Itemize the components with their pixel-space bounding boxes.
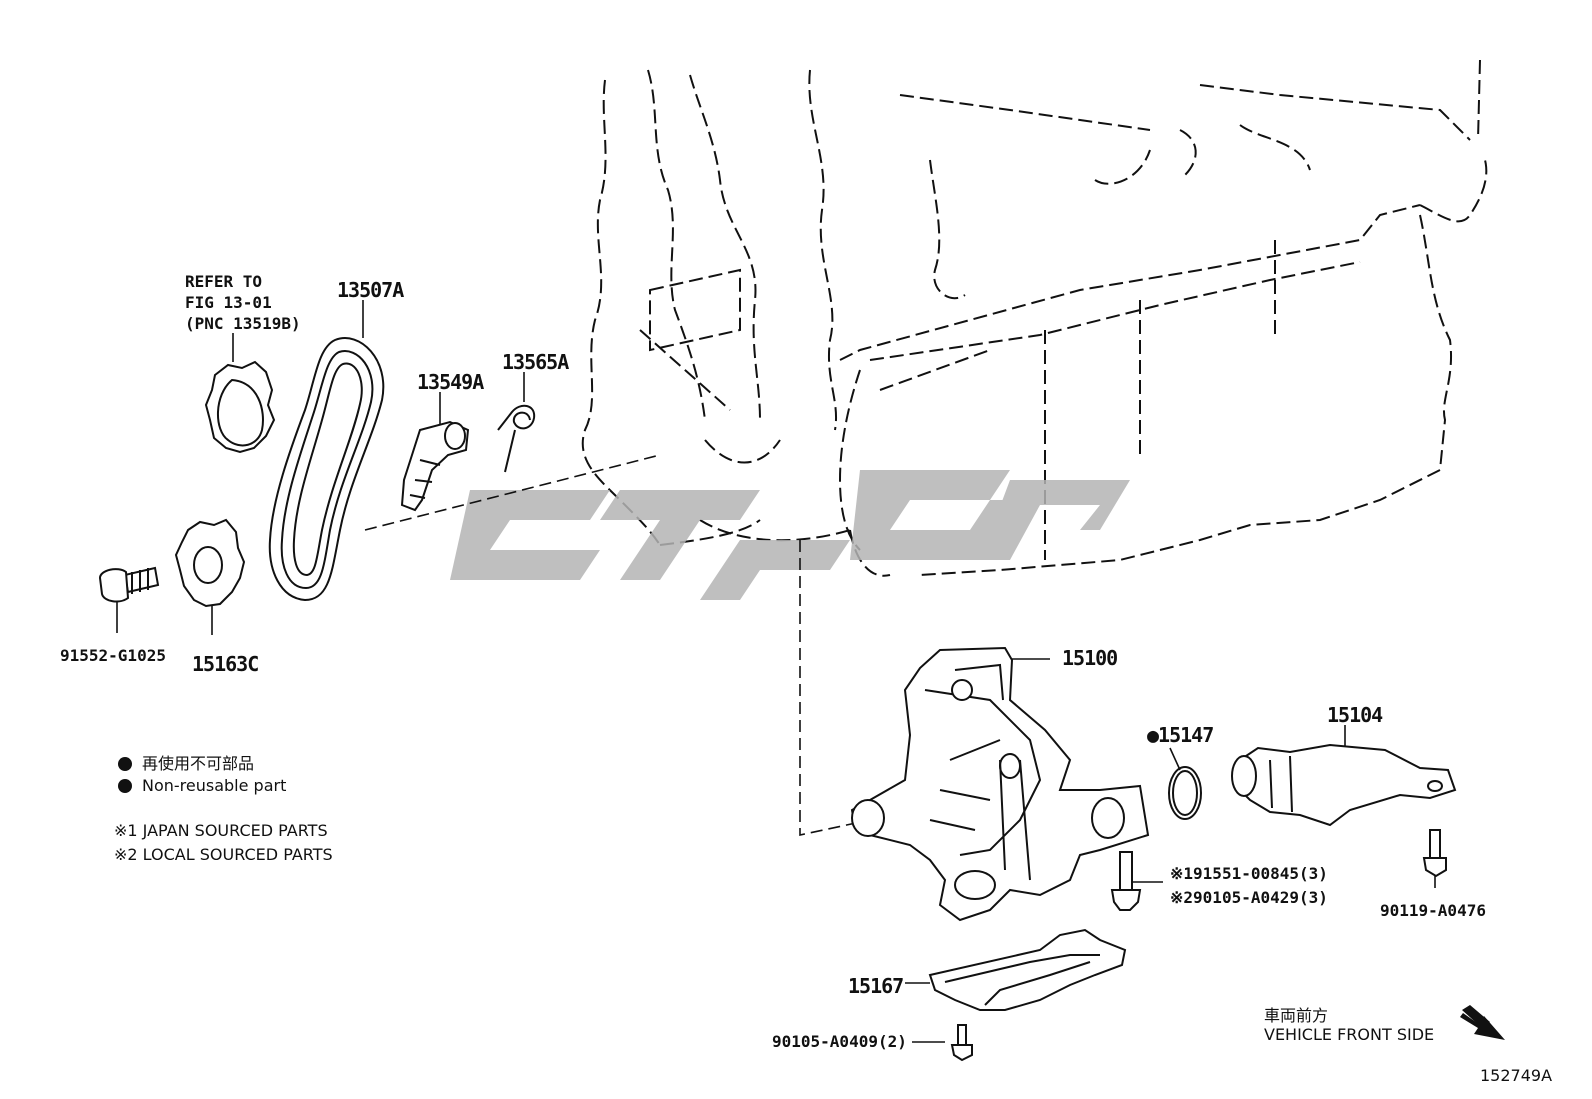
sprocket-bolt: [98, 566, 160, 603]
strainer-bolt: [1422, 829, 1447, 878]
part-label-15147[interactable]: ●15147: [1147, 723, 1214, 747]
baffle-plate: [928, 928, 1127, 1011]
timing-chain: [268, 337, 385, 602]
note-local-sourced: ※2 LOCAL SOURCED PARTS: [114, 845, 333, 864]
leader-lines: [364, 454, 871, 836]
part-label-13565a[interactable]: 13565A: [502, 350, 569, 374]
legend-jp-text: 再使用不可部品: [142, 754, 255, 773]
baffle-bolt: [950, 1024, 973, 1062]
pump-sprocket: [174, 518, 246, 608]
tensioner-spring: [497, 404, 536, 473]
part-label-13507a[interactable]: 13507A: [337, 278, 404, 302]
figure-id: 152749A: [1480, 1066, 1553, 1085]
label-leaders: [116, 300, 1436, 1043]
part-label-90119-a0476[interactable]: 90119-A0476: [1380, 901, 1486, 920]
note-japan-sourced: ※1 JAPAN SOURCED PARTS: [114, 821, 328, 840]
part-label-15104[interactable]: 15104: [1327, 703, 1383, 727]
watermark-logo: [450, 470, 1130, 600]
refer-to-line3: (PNC 13519B): [185, 314, 301, 333]
part-label-91552-g1025[interactable]: 91552-G1025: [60, 646, 166, 665]
part-label-13549a[interactable]: 13549A: [417, 370, 484, 394]
part-label-90105-a0429[interactable]: ※290105-A0429(3): [1170, 888, 1328, 907]
part-label-90105-a0409[interactable]: 90105-A0409(2): [772, 1032, 907, 1051]
part-label-91551-00845[interactable]: ※191551-00845(3): [1170, 864, 1328, 883]
non-reusable-marker-icon: ●: [1147, 723, 1159, 747]
legend-nonreusable-jp: 再使用不可部品: [118, 750, 254, 774]
refer-to-line2: FIG 13-01: [185, 293, 272, 312]
vehicle-front-en: VEHICLE FRONT SIDE: [1264, 1025, 1435, 1044]
oil-strainer: [1231, 743, 1457, 827]
part-number-15147: 15147: [1158, 723, 1214, 747]
bullet-icon: [118, 757, 132, 771]
part-label-15163c[interactable]: 15163C: [192, 652, 259, 676]
pump-bolt: [1110, 851, 1142, 911]
o-ring: [1168, 766, 1202, 820]
legend-nonreusable-en: Non-reusable part: [118, 776, 286, 795]
chain-tensioner-arm: [400, 420, 470, 512]
arrow-down-right-icon: [1460, 1005, 1505, 1040]
vehicle-front-jp: 車両前方: [1264, 1006, 1329, 1025]
refer-to-line1: REFER TO: [185, 272, 263, 291]
bullet-icon: [118, 779, 132, 793]
part-label-15167[interactable]: 15167: [848, 974, 904, 998]
oil-pump-assembly: [850, 646, 1150, 922]
part-label-15100[interactable]: 15100: [1062, 646, 1118, 670]
legend-en-text: Non-reusable part: [142, 776, 287, 795]
engine-block-outline: [581, 59, 1488, 577]
crank-sprocket: [204, 360, 276, 454]
